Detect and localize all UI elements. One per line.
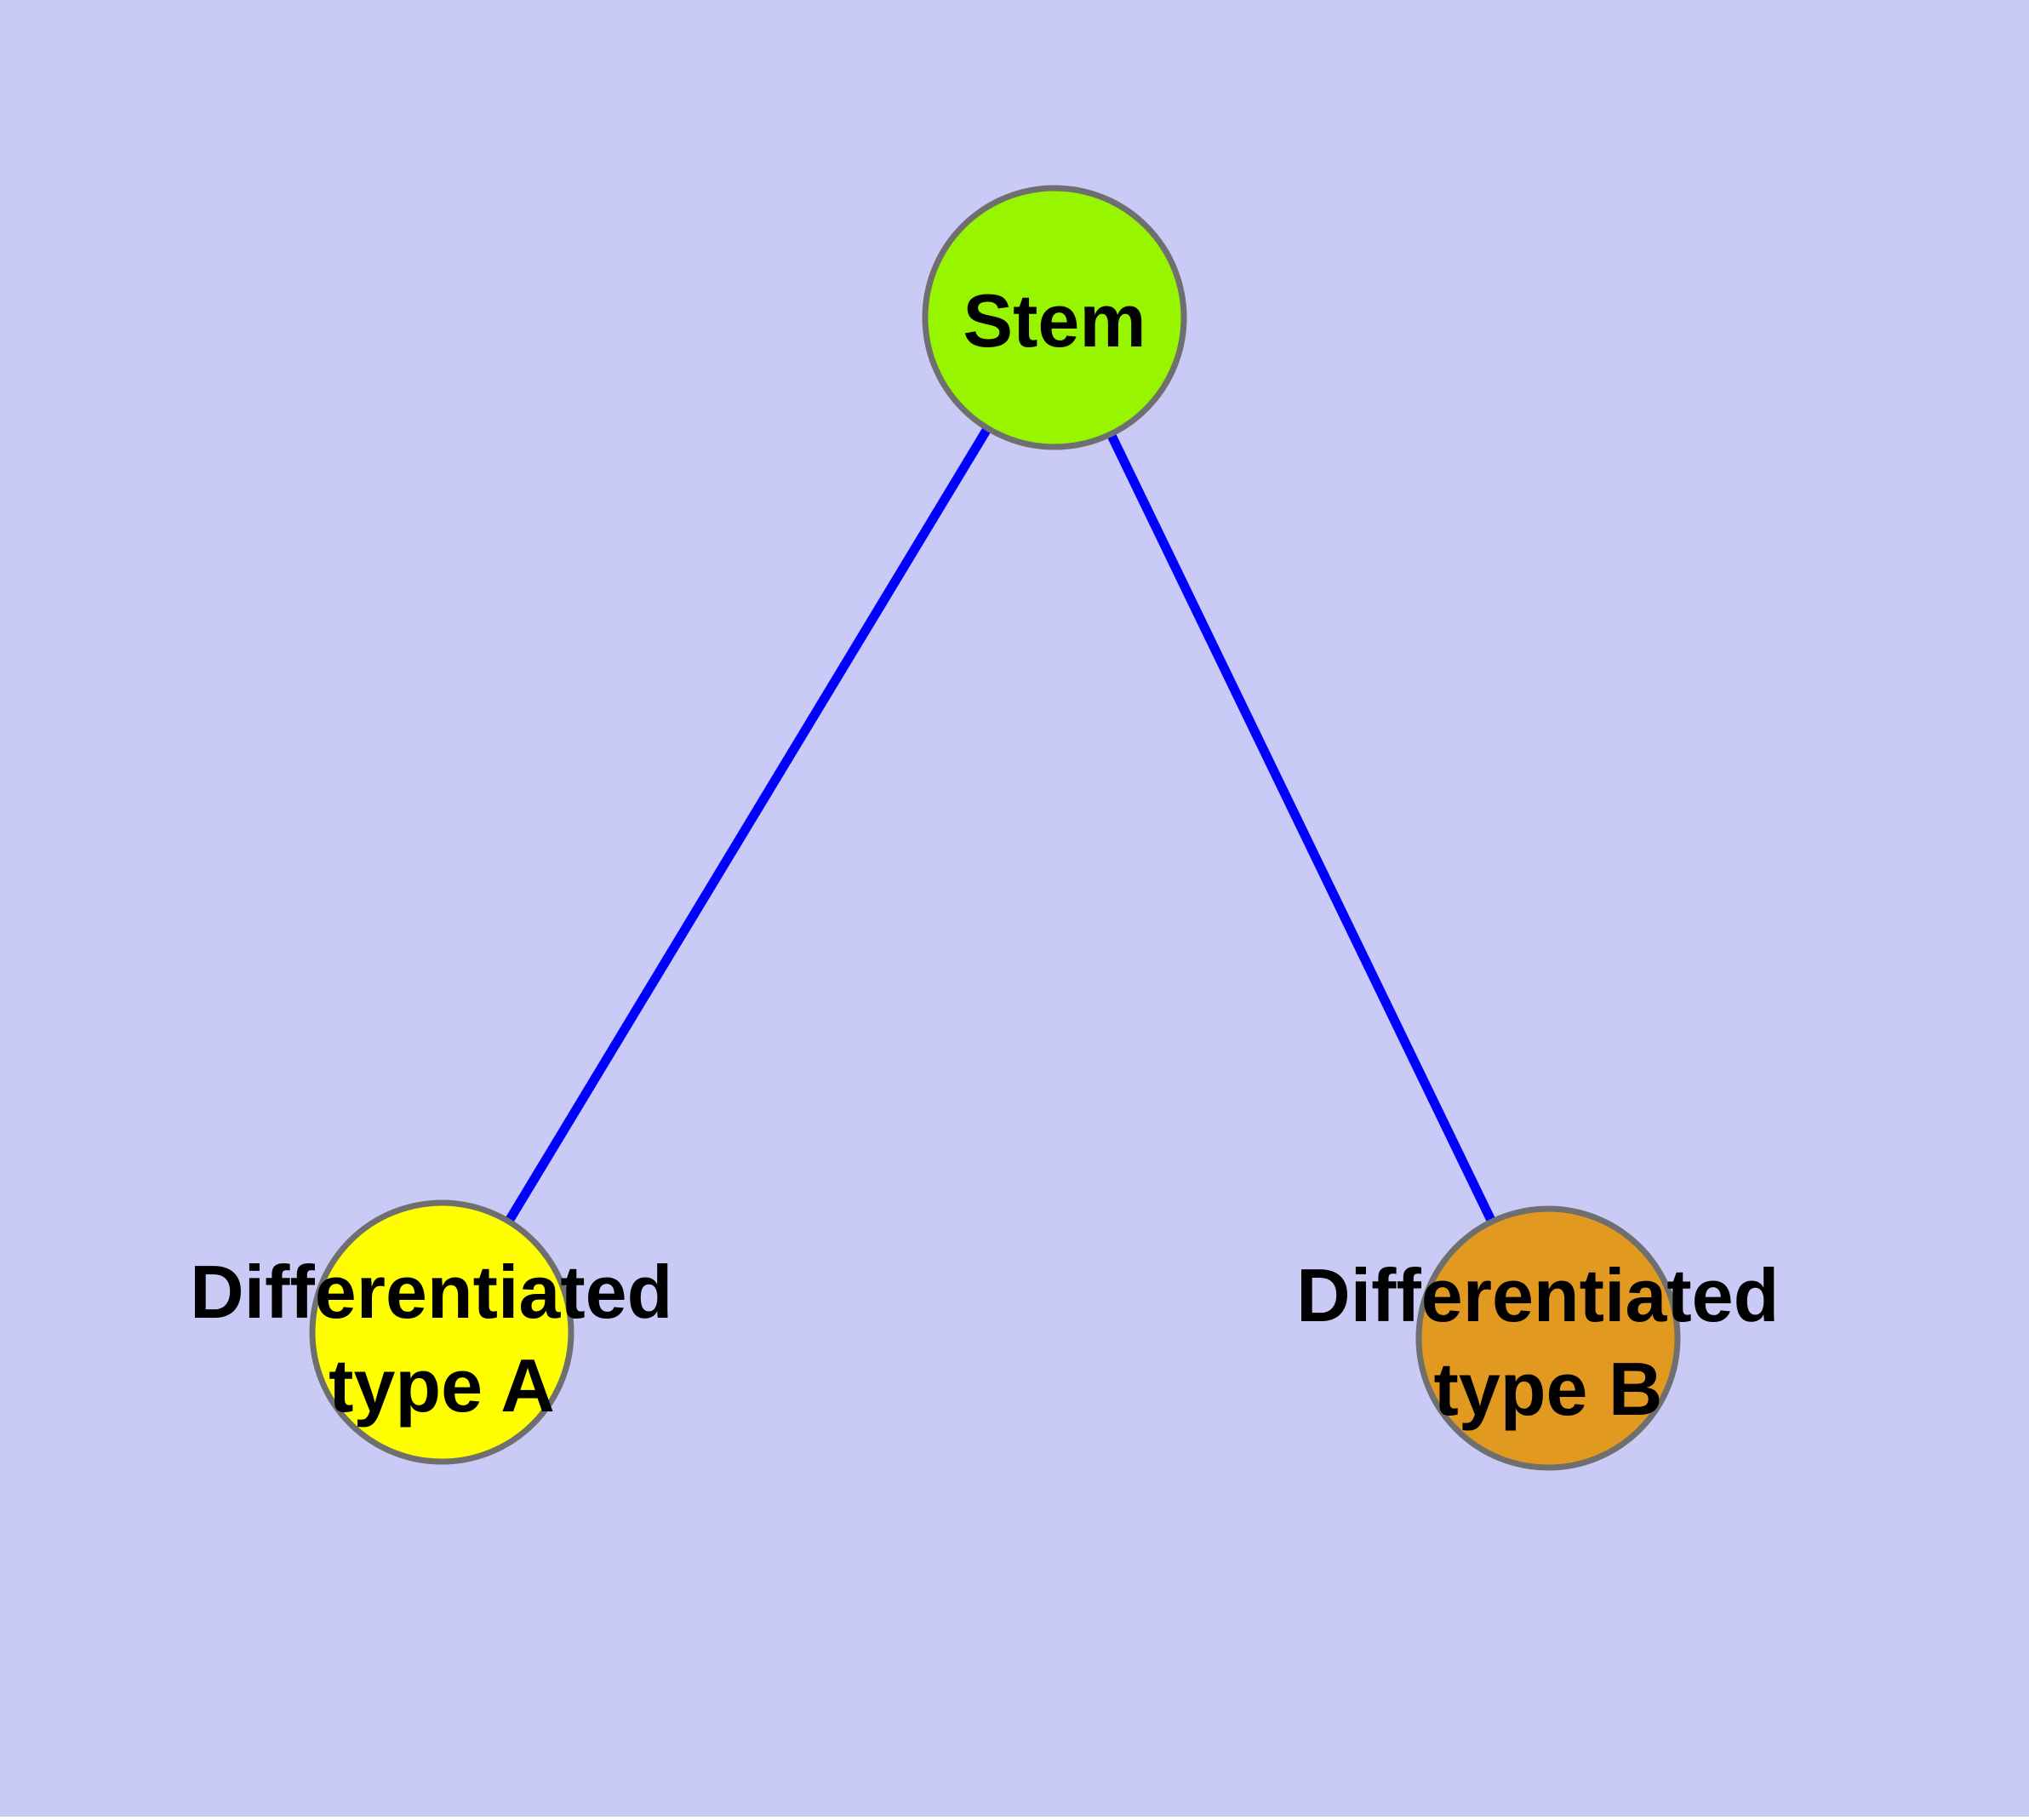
node-type-a-label: Differentiated type A <box>190 1250 694 1428</box>
node-type-a-label-line1: Differentiated <box>190 1250 672 1334</box>
node-differentiated-type-b: Differentiated type B <box>1296 1205 1800 1471</box>
edge-stem-to-type-b <box>1050 315 1552 1341</box>
node-type-b-circle <box>1415 1205 1681 1471</box>
node-type-b-label-line1: Differentiated <box>1296 1253 1779 1337</box>
node-type-a-circle <box>309 1199 574 1465</box>
node-differentiated-type-a: Differentiated type A <box>190 1199 694 1465</box>
node-stem-label: Stem <box>963 278 1146 363</box>
node-stem-circle <box>922 185 1187 450</box>
edge-stem-to-type-a <box>437 315 1059 1335</box>
node-type-a-label-line2: type A <box>329 1343 555 1428</box>
node-type-b-label: Differentiated type B <box>1296 1253 1800 1431</box>
node-stem: Stem <box>922 185 1187 450</box>
node-type-b-label-line2: type B <box>1434 1347 1663 1431</box>
